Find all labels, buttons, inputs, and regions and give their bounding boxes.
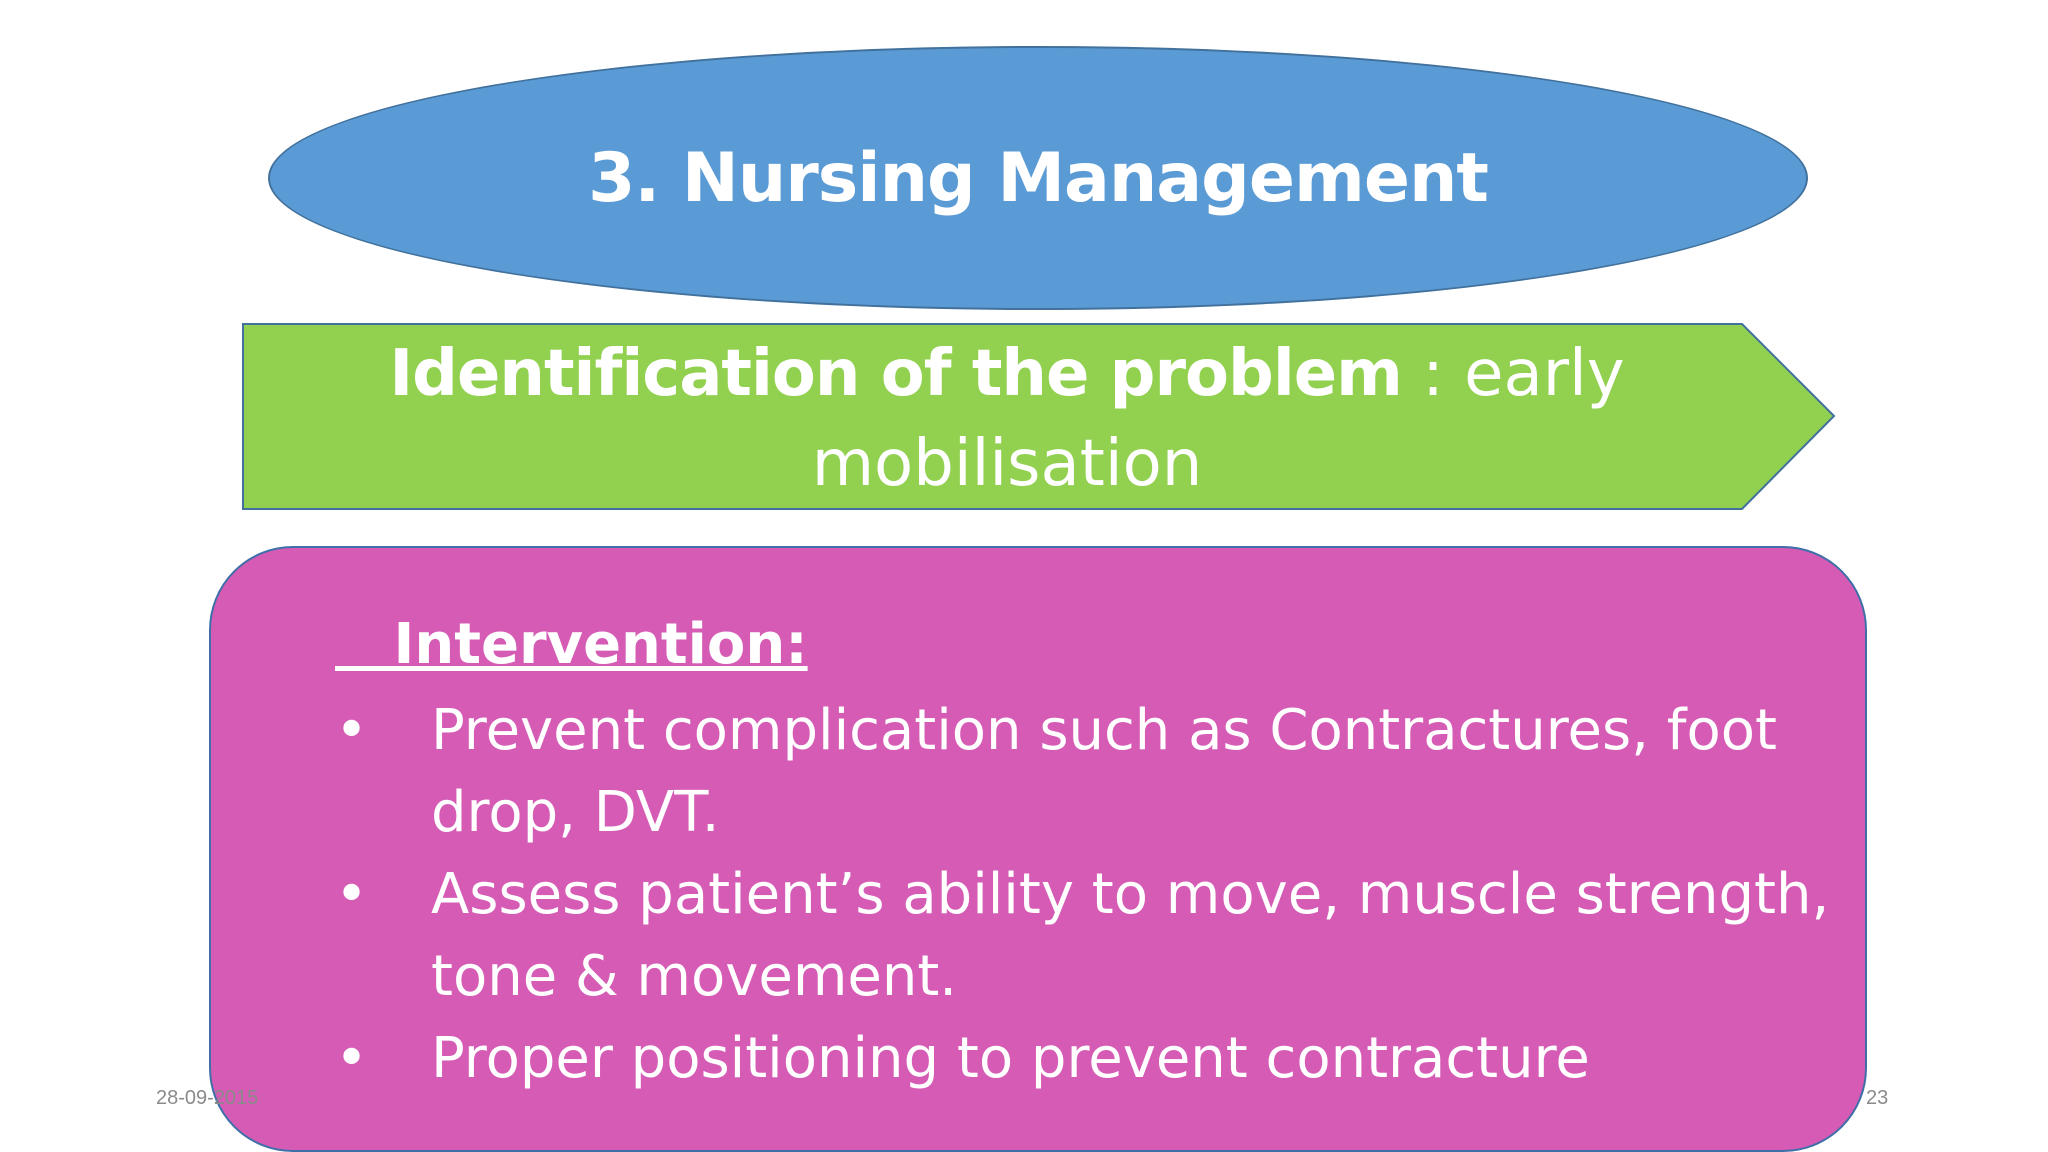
- title-ellipse: 3. Nursing Management: [268, 46, 1808, 310]
- problem-label: Identification of the problem: [389, 337, 1402, 411]
- bullet-icon: •: [335, 698, 369, 763]
- problem-arrow: Identification of the problem : early mo…: [242, 323, 1836, 510]
- list-item-text: Proper positioning to prevent contractur…: [431, 1026, 1590, 1091]
- bullet-icon: •: [335, 1026, 369, 1091]
- list-item: • Assess patient’s ability to move, musc…: [335, 854, 1835, 1018]
- list-item: • Proper positioning to prevent contract…: [335, 1018, 1835, 1100]
- list-item-text: Assess patient’s ability to move, muscle…: [431, 862, 1830, 1009]
- intervention-box: Intervention: • Prevent complication suc…: [209, 546, 1867, 1152]
- problem-continuation: mobilisation: [811, 427, 1203, 501]
- bullet-icon: •: [335, 862, 369, 927]
- intervention-heading: Intervention:: [335, 612, 808, 677]
- slide-title: 3. Nursing Management: [588, 138, 1489, 218]
- arrow-shape: [242, 323, 1836, 510]
- problem-text: Identification of the problem : early mo…: [362, 329, 1652, 509]
- page-number: 23: [1866, 1087, 1889, 1109]
- intervention-list: • Prevent complication such as Contractu…: [335, 690, 1835, 1100]
- list-item: • Prevent complication such as Contractu…: [335, 690, 1835, 854]
- footer-date: 28-09-2015: [156, 1087, 259, 1109]
- list-item-text: Prevent complication such as Contracture…: [431, 698, 1777, 845]
- problem-separator: : early: [1401, 337, 1625, 411]
